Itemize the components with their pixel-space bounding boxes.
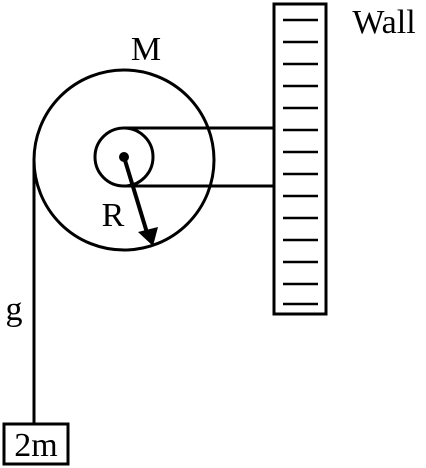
wall-block bbox=[272, 2, 328, 316]
mass-label: M bbox=[131, 31, 161, 68]
gravity-label: g bbox=[6, 291, 23, 328]
radius-arrow-shaft bbox=[122, 156, 150, 237]
wall-hatching bbox=[283, 18, 318, 306]
radius-label: R bbox=[102, 197, 125, 234]
wall-label: Wall bbox=[352, 4, 415, 41]
radius-arrow-head bbox=[138, 227, 158, 246]
hanging-mass-label: 2m bbox=[14, 427, 57, 464]
hanging-mass-box bbox=[2, 422, 70, 466]
